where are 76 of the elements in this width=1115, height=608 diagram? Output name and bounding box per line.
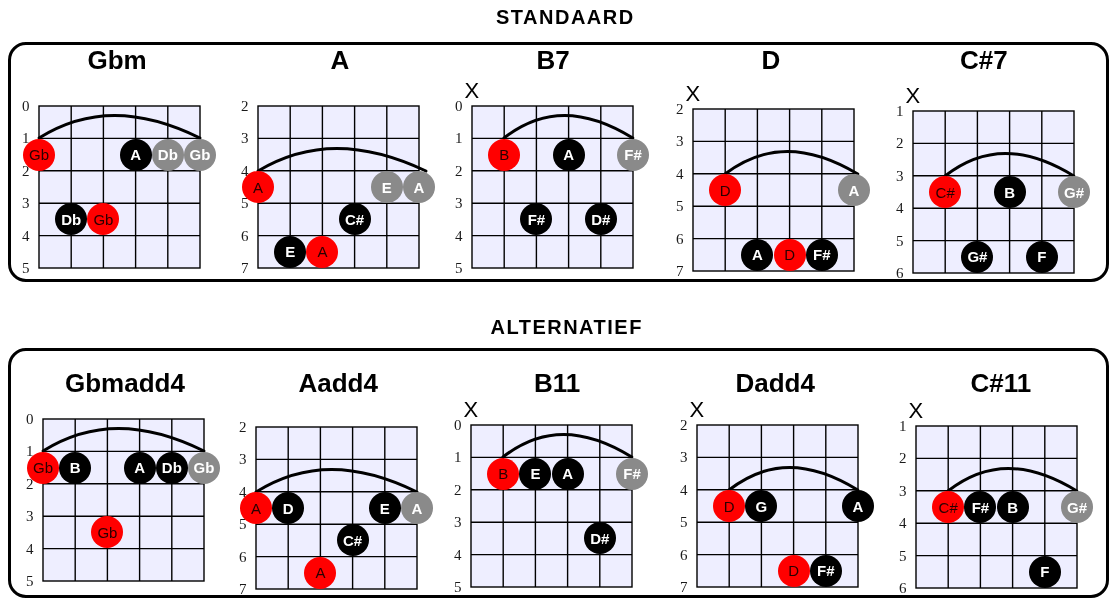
chord-name: A (330, 45, 350, 75)
fret-number: 5 (26, 573, 34, 589)
fret-number: 4 (22, 227, 30, 244)
note-dot: A (838, 174, 870, 206)
fret-number: 2 (676, 101, 684, 117)
note-dot: A (842, 490, 874, 522)
fret-number: 1 (454, 449, 462, 466)
muted-string-mark: X (463, 399, 479, 421)
fret-number: 1 (455, 130, 463, 147)
fret-number: 3 (896, 167, 904, 184)
fret-number: 3 (899, 482, 907, 499)
fret-number: 3 (26, 508, 34, 525)
fret-number: 0 (26, 411, 34, 427)
chord-name: Aadd4 (298, 368, 378, 398)
fret-number: 3 (676, 133, 684, 150)
fret-number: 7 (676, 263, 684, 279)
fret-number: 4 (26, 540, 34, 557)
fret-number: 2 (241, 98, 249, 114)
chord-name: D (761, 45, 781, 75)
fret-number: 0 (454, 417, 462, 433)
fret-number: 0 (22, 98, 30, 114)
chord-name: B7 (536, 45, 570, 75)
fret-number: 4 (676, 165, 684, 182)
fret-number: 5 (22, 260, 30, 276)
muted-string-mark: X (464, 80, 480, 102)
muted-string-mark: X (689, 399, 705, 421)
section-heading: ALTERNATIEF (490, 316, 643, 338)
note-dot: G# (1058, 176, 1090, 208)
fret-number: 3 (454, 514, 462, 531)
fret-number: 4 (899, 515, 907, 532)
chord-name: B11 (534, 368, 581, 398)
fret-number: 3 (455, 195, 463, 212)
chord-name: C#7 (960, 45, 1008, 75)
fret-number: 7 (239, 581, 247, 597)
fret-number: 4 (455, 227, 463, 244)
fret-number: 3 (22, 195, 30, 212)
fret-number: 4 (896, 200, 904, 217)
fret-number: 6 (899, 580, 907, 596)
fret-number: 1 (899, 418, 907, 434)
fret-number: 2 (680, 417, 688, 433)
fret-number: 4 (454, 546, 462, 563)
fret-number: 1 (896, 103, 904, 119)
chord-name: Dadd4 (735, 368, 815, 398)
chord-name: C#11 (970, 368, 1032, 398)
fret-number: 5 (455, 260, 463, 276)
note-dot: G# (1061, 491, 1093, 523)
fret-number: 6 (676, 230, 684, 247)
fret-number: 5 (899, 547, 907, 564)
chord-name: Gbmadd4 (65, 368, 185, 398)
fret-number: 4 (680, 481, 688, 498)
muted-string-mark: X (905, 85, 921, 107)
fret-number: 2 (239, 419, 247, 435)
chord-name: Gbm (87, 45, 147, 75)
fret-number: 2 (896, 135, 904, 152)
fret-number: 2 (899, 450, 907, 467)
note-dot: A (401, 492, 433, 524)
muted-string-mark: X (908, 400, 924, 422)
fret-number: 3 (680, 449, 688, 466)
fret-number: 6 (241, 227, 249, 244)
fret-number: 6 (680, 546, 688, 563)
note-dot: A (403, 171, 435, 203)
muted-string-mark: X (685, 83, 701, 105)
fret-number: 5 (454, 579, 462, 595)
fret-number: 6 (239, 548, 247, 565)
fret-number: 3 (239, 451, 247, 468)
fret-number: 6 (896, 265, 904, 281)
fret-number: 7 (680, 579, 688, 595)
fret-number: 5 (680, 514, 688, 531)
fret-number: 3 (241, 130, 249, 147)
fret-number: 5 (676, 198, 684, 215)
fret-number: 5 (896, 232, 904, 249)
fret-number: 2 (454, 481, 462, 498)
fret-number: 7 (241, 260, 249, 276)
fret-number: 2 (455, 162, 463, 179)
fret-number: 0 (455, 98, 463, 114)
section-heading: STANDAARD (496, 6, 635, 28)
